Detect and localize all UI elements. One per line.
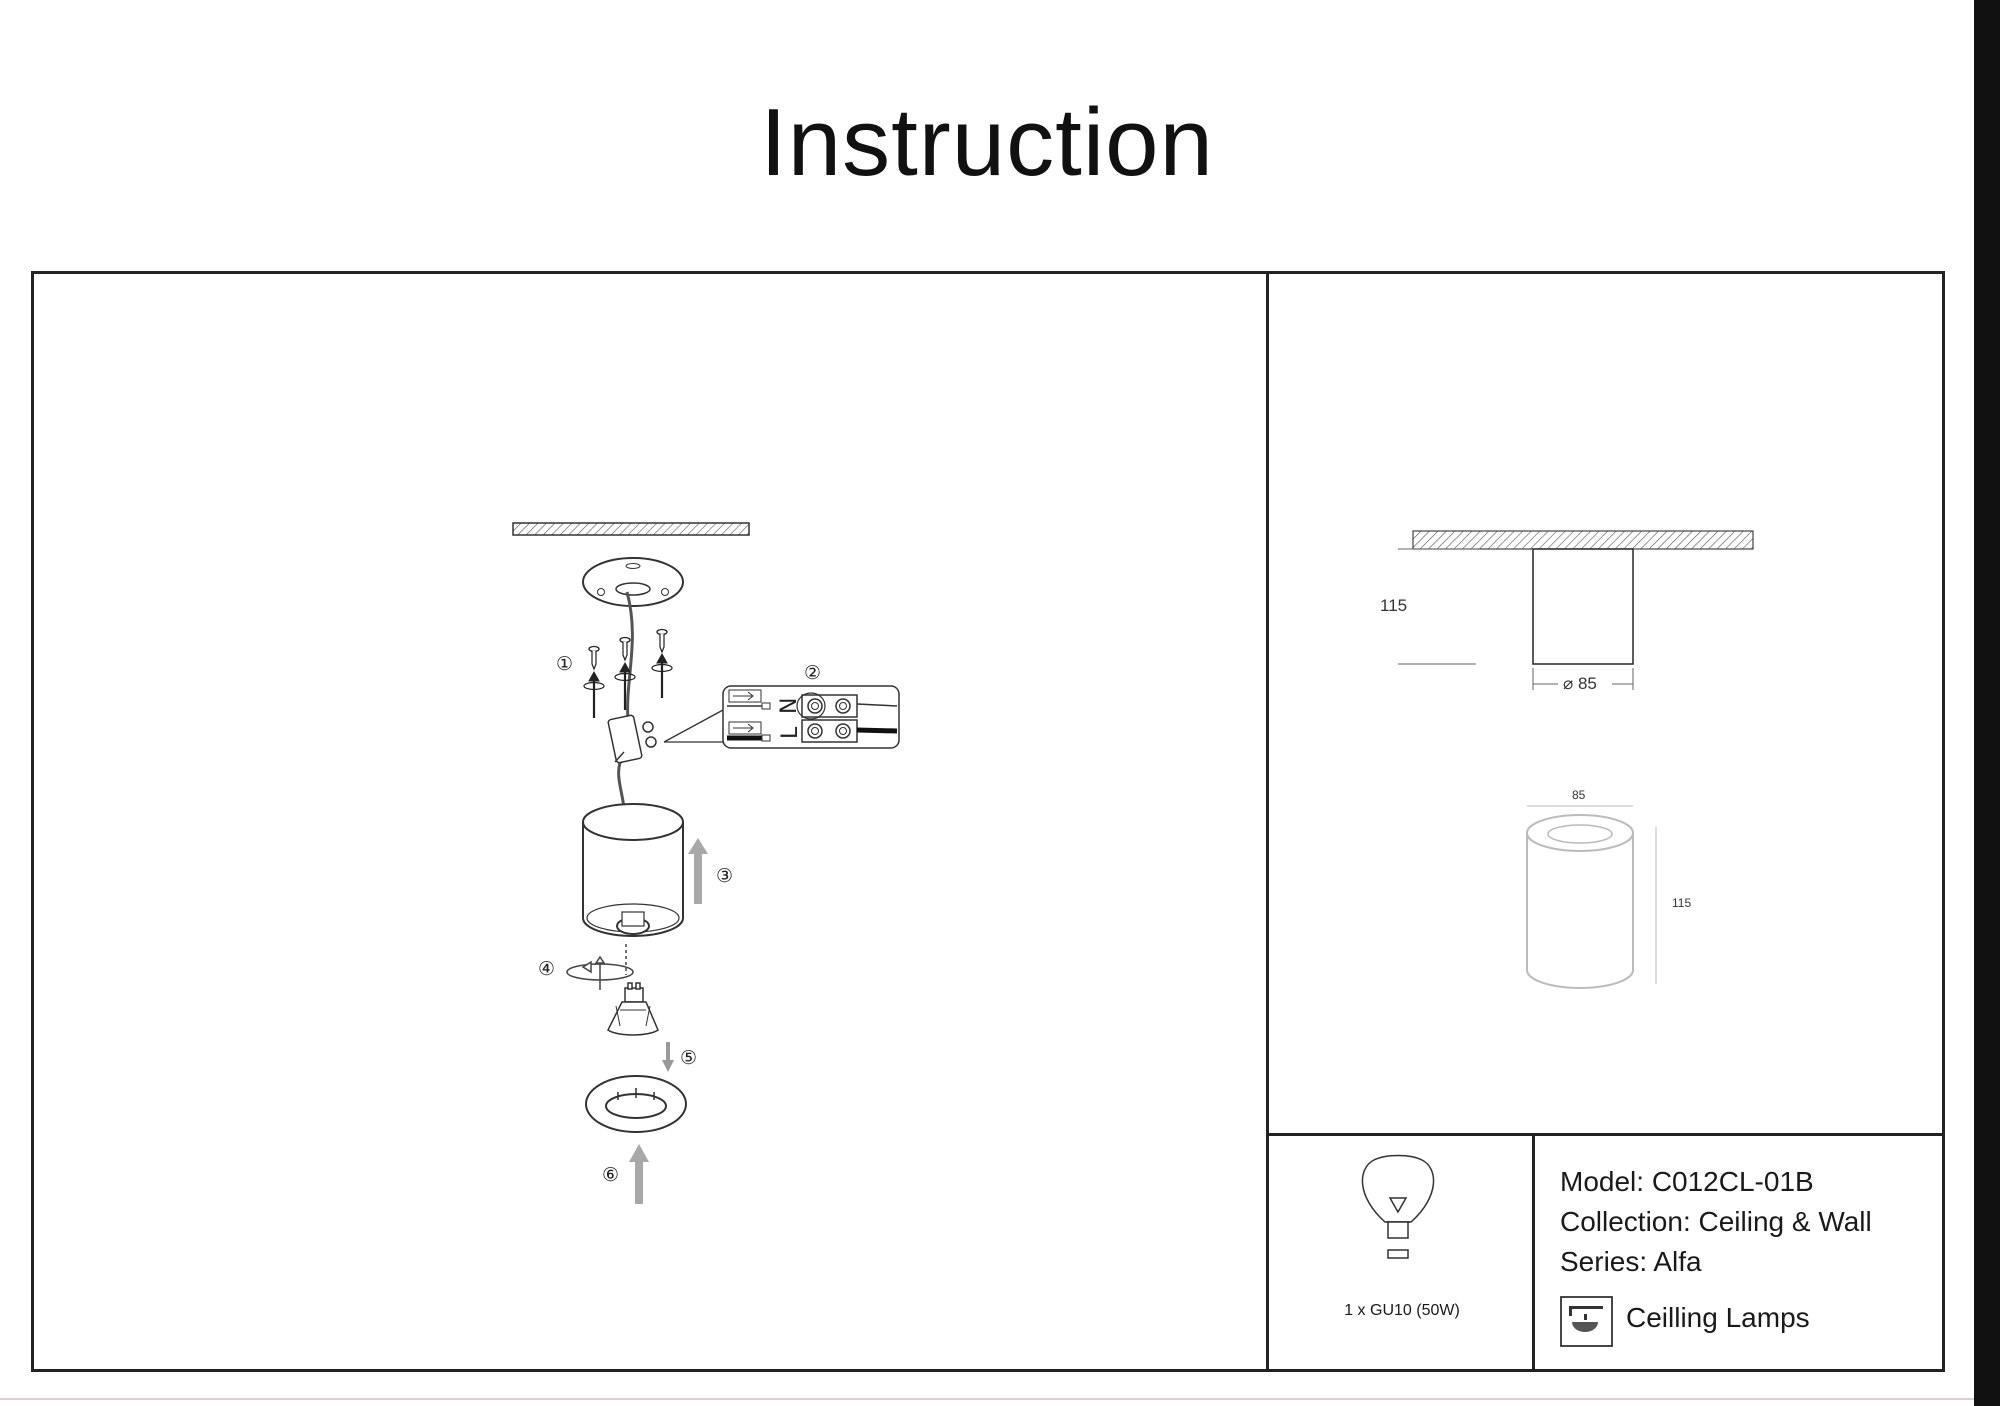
- step-1-number: ①: [556, 653, 573, 675]
- lamp-cable: [617, 759, 626, 809]
- side-height-label: 115: [1380, 596, 1408, 615]
- step-3-arrow: [688, 838, 708, 904]
- collection-text: Collection: Ceiling & Wall: [1560, 1206, 1872, 1237]
- neutral-label: N: [777, 698, 802, 714]
- step-6-arrow: [629, 1144, 649, 1204]
- top-height-label: 115: [1672, 896, 1692, 910]
- live-label: L: [778, 726, 803, 739]
- ceiling-slab: [512, 522, 750, 536]
- light-bulb-icon: [1361, 1154, 1435, 1259]
- gu10-bulb: [607, 982, 659, 1036]
- step-5-number: ⑤: [680, 1047, 697, 1069]
- mounting-plate: [582, 557, 684, 607]
- ceiling-lamp-icon: [1560, 1296, 1613, 1347]
- trim-ring: [585, 1075, 687, 1133]
- screws: [583, 628, 673, 718]
- supply-cable: [625, 591, 634, 721]
- step-4-number: ④: [538, 958, 555, 980]
- model-text: Model: C012CL-01B: [1560, 1166, 1814, 1197]
- callout-line-top: [663, 709, 724, 743]
- step-3-number: ③: [716, 865, 733, 887]
- frame-divider-horizontal: [1266, 1133, 1945, 1136]
- step-6-number: ⑥: [602, 1164, 619, 1186]
- series-text: Series: Alfa: [1560, 1246, 1702, 1277]
- lamp-spec: 1 x GU10 (50W): [1344, 1302, 1460, 1319]
- info-divider-vertical: [1532, 1133, 1535, 1372]
- step-5-arrow: [662, 1042, 674, 1072]
- side-diameter-label: ⌀ 85: [1563, 674, 1597, 693]
- page-bottom-line: [0, 1398, 1974, 1400]
- frame-divider-vertical: [1266, 271, 1269, 1372]
- page-title: Instruction: [760, 89, 1214, 196]
- step-2-number: ②: [804, 662, 821, 684]
- side-view-drawing: [1398, 530, 1754, 690]
- instruction-frame: [31, 271, 1945, 1372]
- perspective-view-drawing: [1526, 805, 1657, 989]
- terminal-block: [607, 714, 657, 764]
- wiring-detail: [722, 685, 900, 749]
- step-4-rotate-arrow: [566, 944, 634, 990]
- lamp-body: [582, 803, 684, 937]
- page-edge-bar: [1974, 0, 2000, 1406]
- top-width-label: 85: [1572, 788, 1586, 802]
- category-label: Ceilling Lamps: [1626, 1302, 1810, 1333]
